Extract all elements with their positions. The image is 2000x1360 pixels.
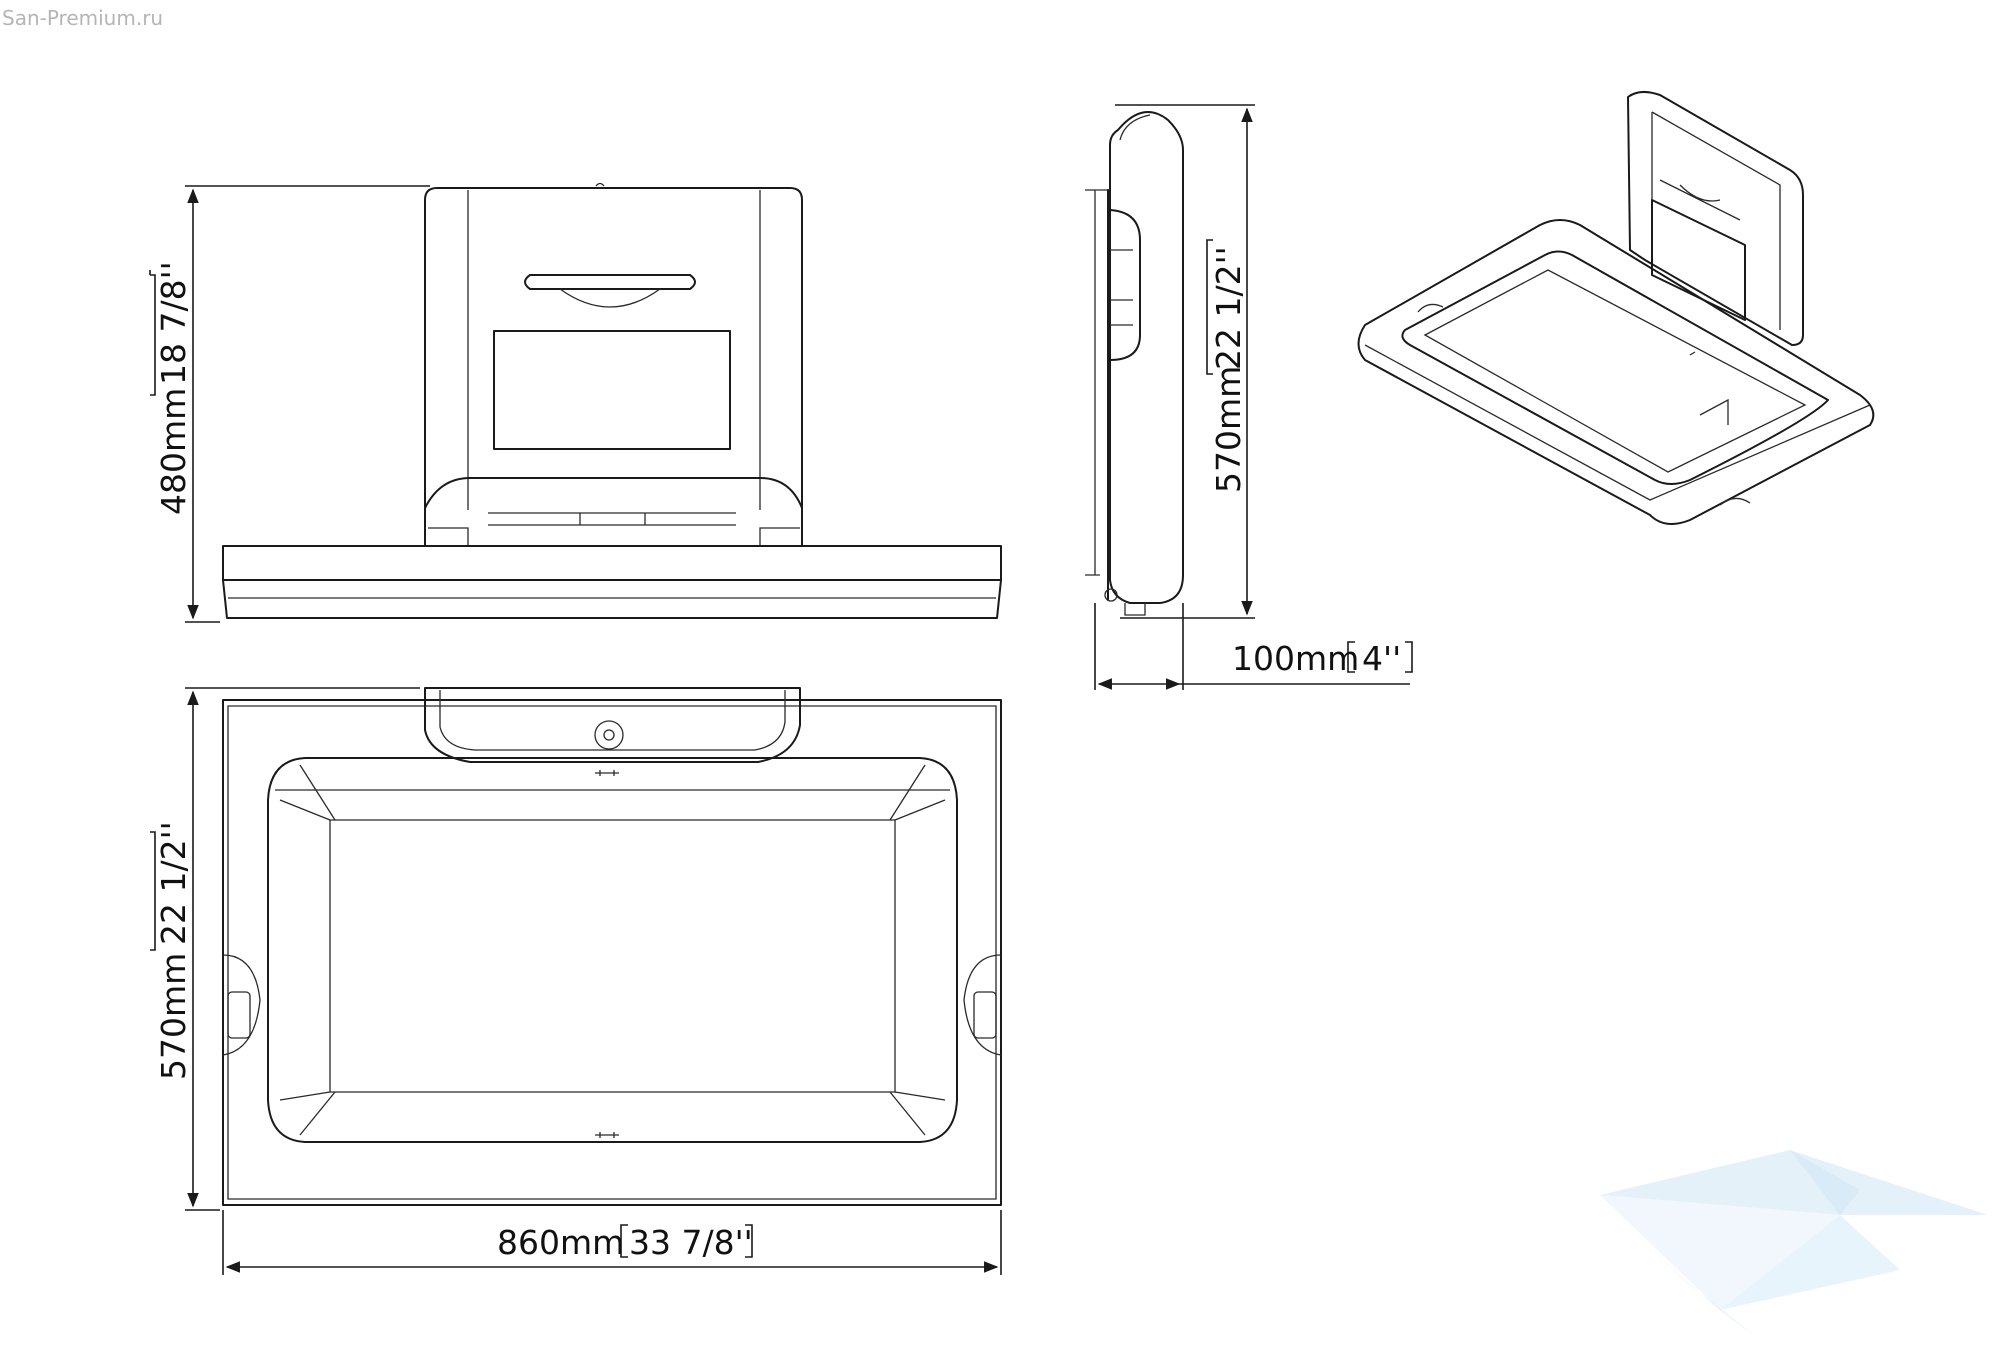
dimension-brackets — [149, 239, 1413, 1258]
brand-logo — [1600, 1150, 1988, 1340]
dimension-lines — [185, 104, 1410, 1275]
front-view — [222, 182, 1002, 619]
side-depth-mm: 100mm — [1232, 639, 1359, 678]
side-depth-inch: 4'' — [1362, 639, 1401, 678]
front-height-inch: 18 7/8'' — [154, 261, 193, 385]
top-height-mm: 570mm — [154, 953, 193, 1080]
top-width-mm: 860mm — [497, 1223, 624, 1262]
top-width-inch: 33 7/8'' — [629, 1223, 753, 1262]
watermark-text: San-Premium.ru — [2, 6, 164, 30]
side-view — [1085, 111, 1184, 616]
top-view — [222, 687, 1002, 1206]
top-height-inch: 22 1/2'' — [154, 821, 193, 945]
side-height-inch: 22 1/2'' — [1209, 246, 1248, 370]
side-height-mm: 570mm — [1209, 366, 1248, 493]
dimension-labels: 480mm 18 7/8'' 570mm 22 1/2'' 100mm 4'' … — [154, 246, 1401, 1262]
front-height-mm: 480mm — [154, 388, 193, 515]
isometric-view — [1357, 91, 1875, 525]
